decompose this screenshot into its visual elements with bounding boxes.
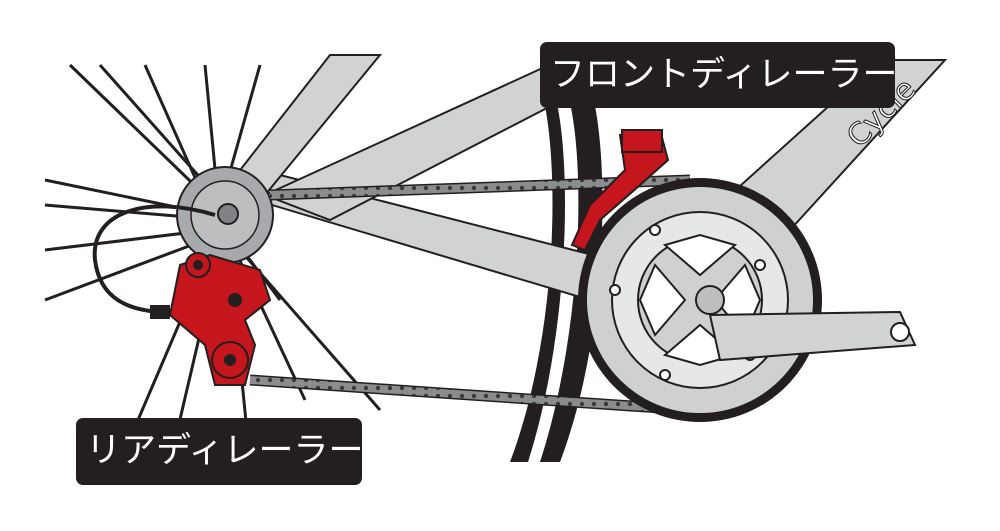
front-derailleur-label-text: フロントディレーラー [550, 54, 895, 95]
rear-derailleur-label: リアディレーラー [76, 418, 362, 485]
rear-cassette [176, 166, 274, 264]
rear-derailleur-icon [168, 252, 272, 386]
front-derailleur-icon [570, 128, 670, 252]
rear-derailleur-label-text: リアディレーラー [86, 431, 362, 471]
crankset [578, 178, 917, 422]
front-derailleur-label: フロントディレーラー [540, 42, 895, 108]
derailleur-cable [92, 204, 216, 314]
